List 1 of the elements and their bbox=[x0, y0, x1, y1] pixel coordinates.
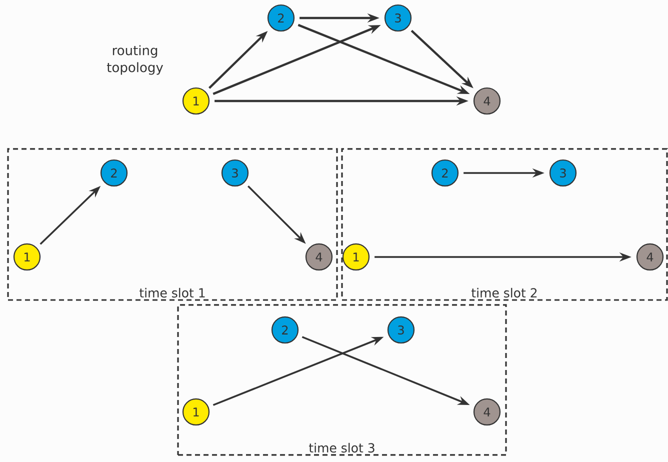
caption-text: routing topology bbox=[106, 45, 164, 75]
